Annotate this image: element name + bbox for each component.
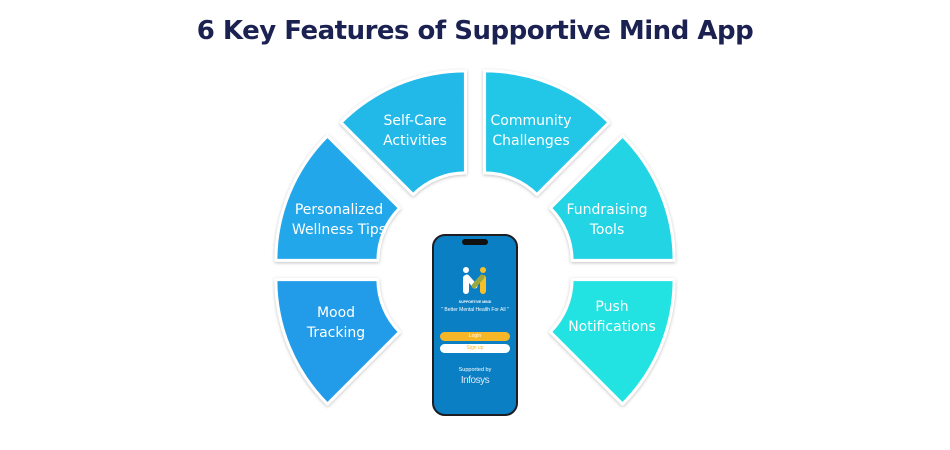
- feature-wedge-self-care-activities: [339, 69, 467, 197]
- phone-notch: [462, 239, 488, 245]
- label-line: Fundraising: [566, 202, 648, 218]
- label-line: Activities: [383, 133, 447, 149]
- label-line: Push: [595, 299, 629, 315]
- label-line: Notifications: [568, 319, 656, 335]
- login-button[interactable]: Login: [440, 332, 510, 341]
- sponsor-logo: Infosys: [460, 375, 490, 386]
- feature-wedge-personalized-wellness-tips: [274, 134, 402, 262]
- label-line: Self-Care: [383, 113, 447, 129]
- label-line: Personalized: [294, 202, 384, 218]
- page-title: 6 Key Features of Supportive Mind App: [196, 16, 754, 46]
- label-line: Tracking: [306, 325, 366, 341]
- label-line: Wellness Tips: [291, 222, 387, 238]
- feature-wedge-mood-tracking: [274, 278, 402, 406]
- label-line: Community: [490, 113, 572, 129]
- supportive-mind-logo-icon: [463, 267, 486, 294]
- label-line: Tools: [589, 222, 625, 238]
- feature-wedge-fundraising-tools: [548, 134, 676, 262]
- supported-by-text: Supported by: [458, 367, 492, 373]
- tagline: " Better Mental Health For All ": [441, 307, 509, 313]
- brand-name: SUPPORTIVE MIND: [458, 300, 492, 304]
- signup-button[interactable]: Sign up: [440, 344, 510, 353]
- feature-wedge-community-challenges: [483, 69, 611, 197]
- label-line: Mood: [316, 305, 356, 321]
- feature-wedge-push-notifications: [548, 278, 676, 406]
- phone-mockup: SUPPORTIVE MIND " Better Mental Health F…: [432, 234, 518, 416]
- label-line: Challenges: [492, 133, 570, 149]
